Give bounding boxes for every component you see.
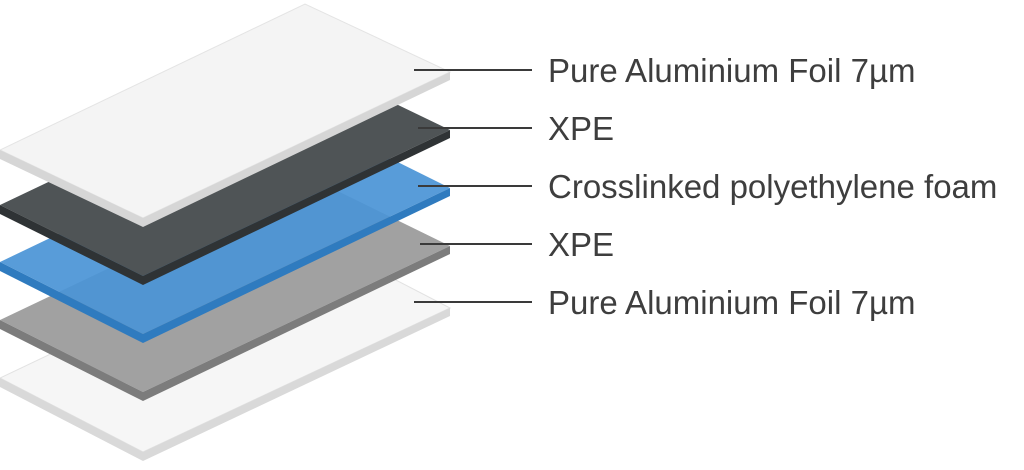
label-aluminium-foil-bottom: Pure Aluminium Foil 7µm xyxy=(548,284,915,321)
label-xpe-lower: XPE xyxy=(548,226,614,263)
layer-aluminium-foil-top-top-face xyxy=(0,3,452,219)
layer-xpe-lower-side-edge xyxy=(0,320,143,401)
layer-crosslinked-foam-side-edge xyxy=(0,262,143,343)
label-xpe-upper: XPE xyxy=(548,110,614,147)
layer-xpe-lower-front-edge xyxy=(143,246,450,401)
label-aluminium-foil-top: Pure Aluminium Foil 7µm xyxy=(548,52,915,89)
layer-aluminium-foil-top-front-edge xyxy=(143,72,450,227)
layer-crosslinked-foam-front-edge xyxy=(143,188,450,343)
layer-aluminium-foil-top xyxy=(0,3,452,227)
layer-aluminium-foil-bottom-side-edge xyxy=(0,378,143,461)
layer-aluminium-foil-bottom-front-edge xyxy=(143,308,450,461)
layer-aluminium-foil-top-side-edge xyxy=(0,150,143,227)
layer-xpe-upper-side-edge xyxy=(0,205,143,285)
label-crosslinked-foam: Crosslinked polyethylene foam xyxy=(548,168,997,205)
layer-xpe-upper-front-edge xyxy=(143,130,450,285)
